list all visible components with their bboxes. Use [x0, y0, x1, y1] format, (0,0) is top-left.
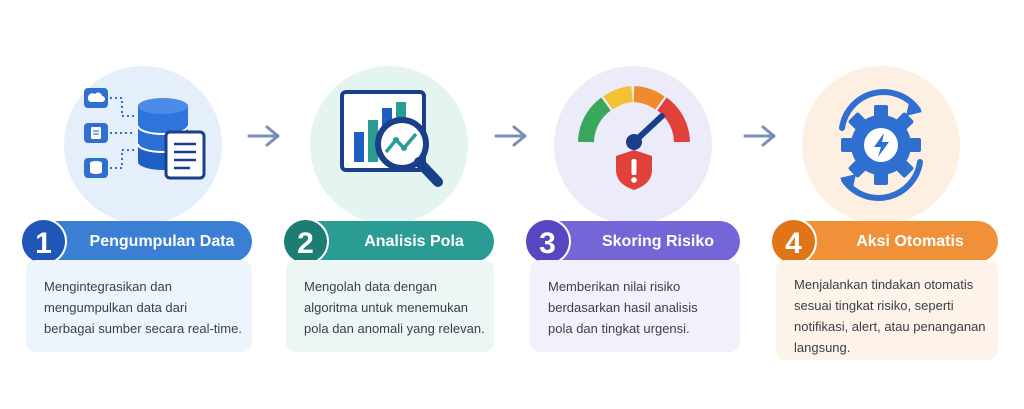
step-3-number: 3 [524, 218, 571, 265]
step-3-desc-line-1: Memberikan nilai risiko [548, 279, 681, 294]
step-4: 4 Aksi Otomatis Menjalankan tindakan oto… [770, 0, 1002, 409]
step-3-title: Skoring Risiko [601, 233, 715, 250]
step-2-desc-line-2: algoritma untuk menemukan [304, 300, 469, 315]
step-4-title-bar: 4 Aksi Otomatis [770, 218, 998, 265]
risk-gauge-shield-icon [578, 86, 690, 190]
step-1-title: Pengumpulan Data [89, 233, 235, 250]
step-3-icon-circle [554, 66, 712, 224]
step-2-description: Mengolah data dengan algoritma untuk men… [286, 260, 494, 352]
arrow-right-icon [494, 125, 527, 147]
step-1-description: Mengintegrasikan dan mengumpulkan data d… [26, 260, 252, 352]
step-3-desc-line-2: berdasarkan hasil analisis [548, 300, 698, 315]
step-1-desc-line-1: Mengintegrasikan dan [44, 279, 172, 294]
gear-lightning-cycle-icon [839, 89, 923, 201]
step-4-desc-line-1: Menjalankan tindakan otomatis [794, 277, 974, 292]
step-4-title: Aksi Otomatis [856, 233, 964, 250]
step-3: 3 Skoring Risiko Memberikan nilai risiko… [524, 0, 761, 409]
step-2-desc-line-1: Mengolah data dengan [304, 279, 438, 294]
step-3-desc-line-3: pola dan tingkat urgensi. [548, 321, 690, 336]
step-4-icon-circle [802, 66, 960, 224]
step-2-number: 2 [282, 218, 329, 265]
step-1-icon-circle [64, 66, 222, 224]
step-3-title-bar: 3 Skoring Risiko [524, 218, 740, 265]
step-3-description: Memberikan nilai risiko berdasarkan hasi… [530, 260, 740, 352]
step-2-title-bar: 2 Analisis Pola [282, 218, 494, 265]
chart-magnifier-icon [340, 90, 443, 187]
step-1-desc-line-3: berbagai sumber secara real-time. [44, 321, 242, 336]
step-4-description: Menjalankan tindakan otomatis sesuai tin… [776, 260, 998, 360]
step-1-desc-line-2: mengumpulkan data dari [44, 300, 188, 315]
arrow-right-icon [247, 125, 280, 147]
step-4-desc-line-2: sesuai tingkat risiko, seperti [794, 298, 954, 313]
step-4-desc-line-4: langsung. [794, 340, 851, 355]
step-1-title-bar: 1 Pengumpulan Data [20, 218, 252, 265]
step-1: 1 Pengumpulan Data Mengintegrasikan dan … [20, 0, 257, 409]
step-4-desc-line-3: notifikasi, alert, atau penanganan [794, 319, 986, 334]
step-2-icon-circle [310, 66, 468, 224]
step-2: 2 Analisis Pola Mengolah data dengan alg… [282, 0, 519, 409]
step-2-desc-line-3: pola dan anomali yang relevan. [304, 321, 485, 336]
step-2-title: Analisis Pola [364, 233, 464, 250]
step-4-number: 4 [770, 218, 817, 265]
database-sources-icon [84, 88, 206, 180]
arrow-right-icon [743, 125, 776, 147]
step-1-number: 1 [20, 218, 67, 265]
